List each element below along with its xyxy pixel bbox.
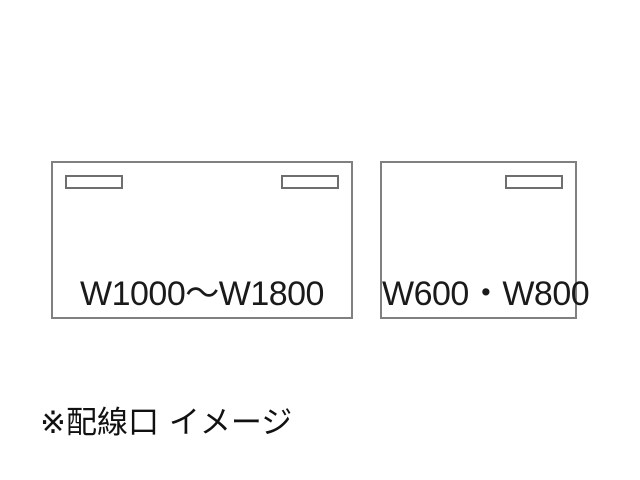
narrow-desk-panel: W600・W800	[380, 161, 590, 319]
cable-port-left-icon	[65, 175, 123, 189]
cable-port-right-icon	[281, 175, 339, 189]
narrow-desk-panel-label: W600・W800	[382, 275, 590, 313]
wide-desk-panel-label: W1000〜W1800	[80, 275, 324, 313]
diagram-caption: ※配線口 イメージ	[40, 405, 293, 441]
wide-desk-panel: W1000〜W1800	[51, 161, 353, 319]
cable-port-right-icon	[505, 175, 563, 189]
